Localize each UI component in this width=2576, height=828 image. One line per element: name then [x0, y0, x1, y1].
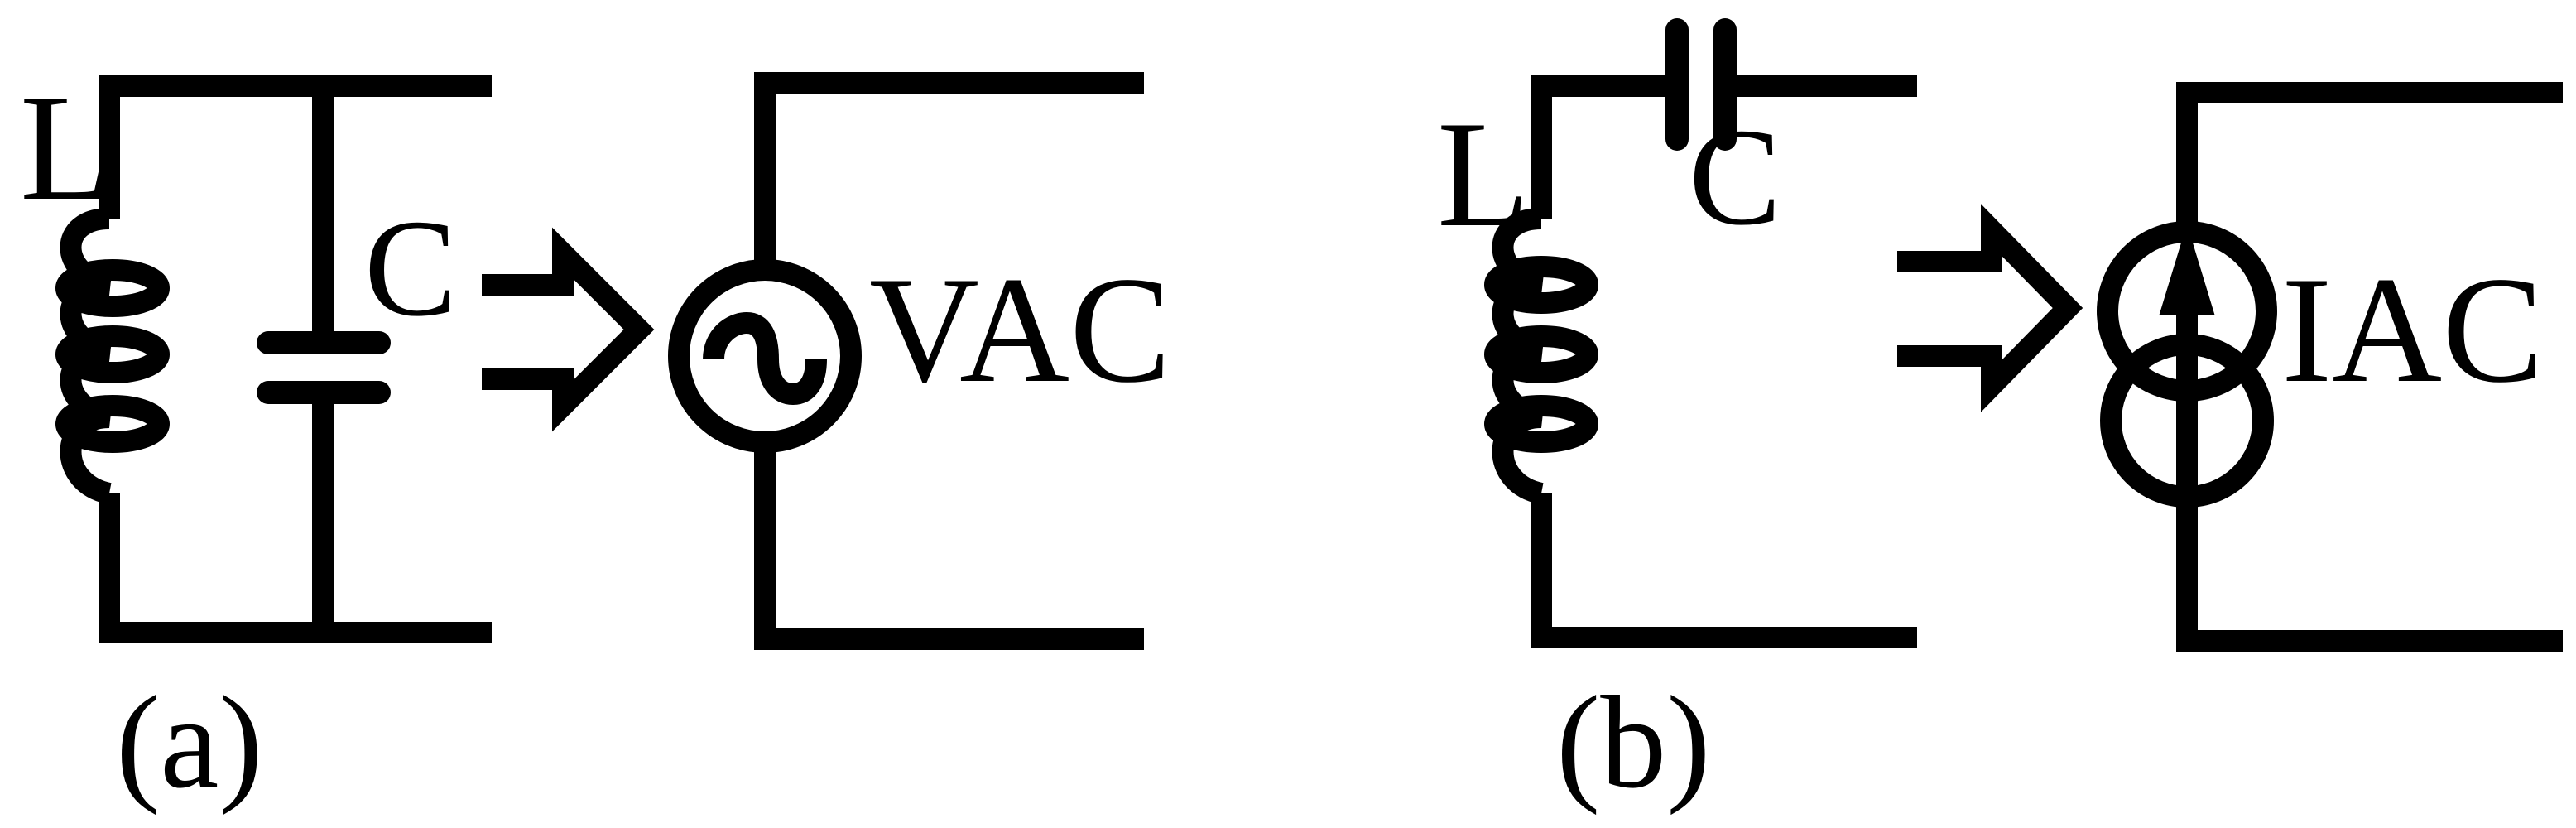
capacitor-label: C	[364, 191, 457, 345]
top-wire-iac	[2176, 82, 2563, 232]
iac-label: IAC	[2281, 245, 2544, 414]
bottom-wire-iac	[2176, 487, 2563, 652]
top-wire-a	[99, 75, 492, 219]
current-source-circuit: IAC	[2097, 82, 2563, 652]
inductor-label: L	[20, 63, 113, 232]
voltage-source-circuit: VAC	[668, 72, 1171, 650]
lc-parallel-circuit: L C	[20, 63, 492, 643]
bottom-wire-a	[99, 493, 492, 643]
equivalence-arrow-b	[1897, 204, 2083, 412]
bottom-wire-vac	[754, 444, 1144, 650]
current-arrow-icon	[2159, 224, 2215, 315]
inductor-coil-b	[1484, 208, 1598, 504]
vac-label: VAC	[869, 245, 1171, 414]
equivalence-arrow-a	[482, 227, 655, 432]
inductor-label-b: L	[1437, 89, 1530, 258]
panel-a: L C VAC (a)	[20, 63, 1171, 816]
caption-a: (a)	[116, 668, 263, 816]
capacitor	[257, 86, 391, 633]
ac-current-source-icon	[2097, 221, 2277, 508]
lc-series-circuit: L C	[1437, 18, 1917, 648]
panel-b: L C IAC (b)	[1437, 18, 2563, 816]
top-wire-b	[1531, 75, 1677, 219]
bottom-wire-b	[1531, 493, 1917, 648]
ac-voltage-source-icon	[668, 259, 862, 453]
top-wire-vac	[754, 72, 1144, 268]
capacitor-label-b: C	[1689, 100, 1781, 254]
inductor-coil	[55, 208, 170, 504]
capacitor-series	[1665, 18, 1737, 151]
caption-b: (b)	[1556, 668, 1711, 816]
